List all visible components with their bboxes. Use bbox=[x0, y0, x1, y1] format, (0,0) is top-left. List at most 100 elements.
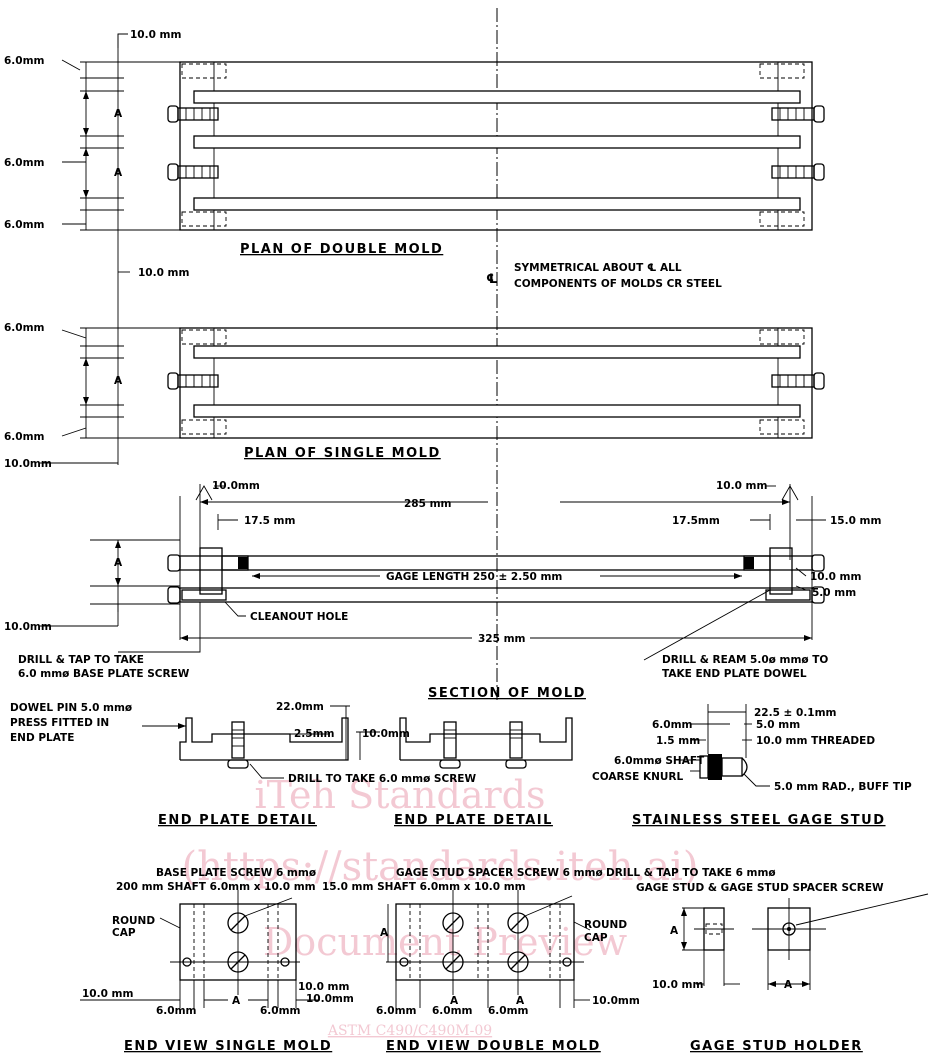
sec-10mm-left: 10.0mm bbox=[212, 480, 260, 492]
evd-dim-a-3: A bbox=[516, 995, 525, 1007]
title-end-view-double-mold: END VIEW DOUBLE MOLD bbox=[386, 1039, 601, 1054]
ev-10mm-mid1: 10.0 mm bbox=[298, 981, 350, 993]
bar-2 bbox=[193, 135, 801, 149]
sec-17-5mm-right: 17.5mm bbox=[672, 515, 720, 527]
ep-2-5mm: 2.5mm bbox=[294, 728, 335, 740]
watermark-line-3: Document Preview bbox=[263, 920, 628, 964]
gh-dim-a-1: A bbox=[670, 925, 679, 937]
title-section-of-mold: SECTION OF MOLD bbox=[428, 686, 586, 701]
ev-round-cap-1: ROUND bbox=[112, 915, 155, 927]
dim-10mm-mid: 10.0 mm bbox=[138, 267, 190, 279]
watermark: iTeh Standards (https://standards.iteh.a… bbox=[182, 773, 699, 1039]
evd-6mm-c: 6.0mm bbox=[488, 1005, 529, 1017]
ep-10mm: 10.0mm bbox=[362, 728, 410, 740]
dim-6mm-d: 6.0mm bbox=[4, 322, 45, 334]
ev-round-cap-2: CAP bbox=[112, 927, 136, 939]
dim-10mm-single: 10.0mm bbox=[4, 458, 52, 470]
stud-left-1 bbox=[167, 105, 219, 123]
section-of-mold bbox=[40, 484, 826, 661]
ev-10mm-mid2: 10.0mm bbox=[306, 993, 354, 1005]
single-stud-left bbox=[167, 372, 219, 390]
sec-10mm-right: 10.0 mm bbox=[716, 480, 768, 492]
sec-dim-a: A bbox=[114, 557, 123, 569]
gh-dim-a-2: A bbox=[784, 979, 793, 991]
sec-cleanout-hole: CLEANOUT HOLE bbox=[250, 611, 348, 623]
single-mold-outline bbox=[179, 327, 813, 439]
sec-5mm: 5.0 mm bbox=[812, 587, 856, 599]
gs-shaft: 6.0mmø SHAFT bbox=[614, 755, 705, 767]
stud-left-2 bbox=[167, 163, 219, 181]
sec-drill-tap-2: 6.0 mmø BASE PLATE SCREW bbox=[18, 668, 190, 680]
evd-6mm-a: 6.0mm bbox=[376, 1005, 417, 1017]
evd-shaft: 15.0 mm SHAFT 6.0mm x 10.0 mm bbox=[322, 881, 526, 893]
sec-drill-ream-2: TAKE END PLATE DOWEL bbox=[662, 668, 807, 680]
end-view-double-mold bbox=[386, 890, 591, 1008]
single-bar-1 bbox=[193, 345, 801, 359]
symmetry-note-line-1: SYMMETRICAL ABOUT ℄ ALL bbox=[514, 262, 682, 274]
ev-base-shaft: 200 mm SHAFT 6.0mm x 10.0 mm bbox=[116, 881, 316, 893]
title-gage-stud-holder: GAGE STUD HOLDER bbox=[690, 1039, 863, 1054]
dim-6mm-c: 6.0mm bbox=[4, 219, 45, 231]
gage-stud bbox=[680, 704, 770, 787]
dowel-pin-line-3: END PLATE bbox=[10, 732, 74, 744]
dim-a-3: A bbox=[114, 375, 123, 387]
evd-round-cap-2: CAP bbox=[584, 932, 608, 944]
evd-spacer-screw: GAGE STUD SPACER SCREW 6 mmø bbox=[396, 867, 603, 879]
gh-10mm: 10.0 mm bbox=[652, 979, 704, 991]
gs-22-5mm: 22.5 ± 0.1mm bbox=[754, 707, 837, 719]
ev-10mm: 10.0 mm bbox=[82, 988, 134, 1000]
gs-coarse-knurl: COARSE KNURL bbox=[592, 771, 683, 783]
gs-1-5mm: 1.5 mm bbox=[656, 735, 700, 747]
plan-double-mold: 10.0 mm 6.0mm 6.0mm 6.0mm A A PLAN OF DO… bbox=[4, 29, 825, 257]
bar-3 bbox=[193, 197, 801, 211]
sec-drill-tap-1: DRILL & TAP TO TAKE bbox=[18, 654, 144, 666]
evd-round-cap-1: ROUND bbox=[584, 919, 627, 931]
evd-dim-a-1: A bbox=[380, 927, 389, 939]
ev-6mm-b: 6.0mm bbox=[260, 1005, 301, 1017]
stud-right-2 bbox=[771, 163, 825, 181]
gs-6mm: 6.0mm bbox=[652, 719, 693, 731]
title-plan-double-mold: PLAN OF DOUBLE MOLD bbox=[240, 242, 443, 257]
watermark-line-1: iTeh Standards bbox=[255, 773, 546, 817]
sec-15mm: 15.0 mm bbox=[830, 515, 882, 527]
ep-drill-note: DRILL TO TAKE 6.0 mmø SCREW bbox=[288, 773, 476, 785]
centerline-mark: ℄ bbox=[486, 272, 499, 287]
sec-17-5mm-left: 17.5 mm bbox=[244, 515, 296, 527]
gage-stud-holder bbox=[681, 893, 929, 990]
evd-dim-a-2: A bbox=[450, 995, 459, 1007]
sec-gage-length: GAGE LENGTH 250 ± 2.50 mm bbox=[386, 571, 562, 583]
single-mold-dimensions bbox=[40, 230, 180, 465]
title-stainless-steel-gage-stud: STAINLESS STEEL GAGE STUD bbox=[632, 813, 886, 828]
sec-10mm-bottom: 10.0mm bbox=[4, 621, 52, 633]
bar-1 bbox=[193, 90, 801, 104]
symmetry-note-line-2: COMPONENTS OF MOLDS CR STEEL bbox=[514, 278, 722, 290]
double-mold-dimensions bbox=[61, 33, 180, 231]
sec-drill-ream-1: DRILL & REAM 5.0ø mmø TO bbox=[662, 654, 828, 666]
dim-10mm-top: 10.0 mm bbox=[130, 29, 182, 41]
end-view-single-mold bbox=[80, 890, 320, 1008]
watermark-line-4: ASTM C490/C490M-09 bbox=[327, 1023, 492, 1039]
dowel-pin-line-2: PRESS FITTED IN bbox=[10, 717, 109, 729]
evd-10mm: 10.0mm bbox=[592, 995, 640, 1007]
ep-22mm: 22.0mm bbox=[276, 701, 324, 713]
gs-radius-buff-tip: 5.0 mm RAD., BUFF TIP bbox=[774, 781, 912, 793]
title-end-view-single-mold: END VIEW SINGLE MOLD bbox=[124, 1039, 332, 1054]
single-bar-2 bbox=[193, 404, 801, 418]
ev-6mm-a: 6.0mm bbox=[156, 1005, 197, 1017]
plan-single-mold: 10.0 mm 6.0mm 6.0mm 10.0mm A PLAN OF SIN… bbox=[4, 230, 825, 470]
sec-325mm: 325 mm bbox=[478, 633, 526, 645]
ev-dim-a: A bbox=[232, 995, 241, 1007]
stud-right-1 bbox=[771, 105, 825, 123]
title-end-plate-detail-2: END PLATE DETAIL bbox=[394, 813, 553, 828]
ev-base-screw: BASE PLATE SCREW 6 mmø bbox=[156, 867, 316, 879]
gs-10mm-threaded: 10.0 mm THREADED bbox=[756, 735, 875, 747]
double-mold-outline bbox=[179, 61, 813, 231]
gs-5mm: 5.0 mm bbox=[756, 719, 800, 731]
watermark-line-2: (https://standards.iteh.ai) bbox=[182, 844, 699, 890]
end-plate-details bbox=[142, 705, 573, 779]
single-stud-right bbox=[771, 372, 825, 390]
dim-6mm-e: 6.0mm bbox=[4, 431, 45, 443]
title-plan-single-mold: PLAN OF SINGLE MOLD bbox=[244, 446, 441, 461]
sec-10mm-r2: 10.0 mm bbox=[810, 571, 862, 583]
